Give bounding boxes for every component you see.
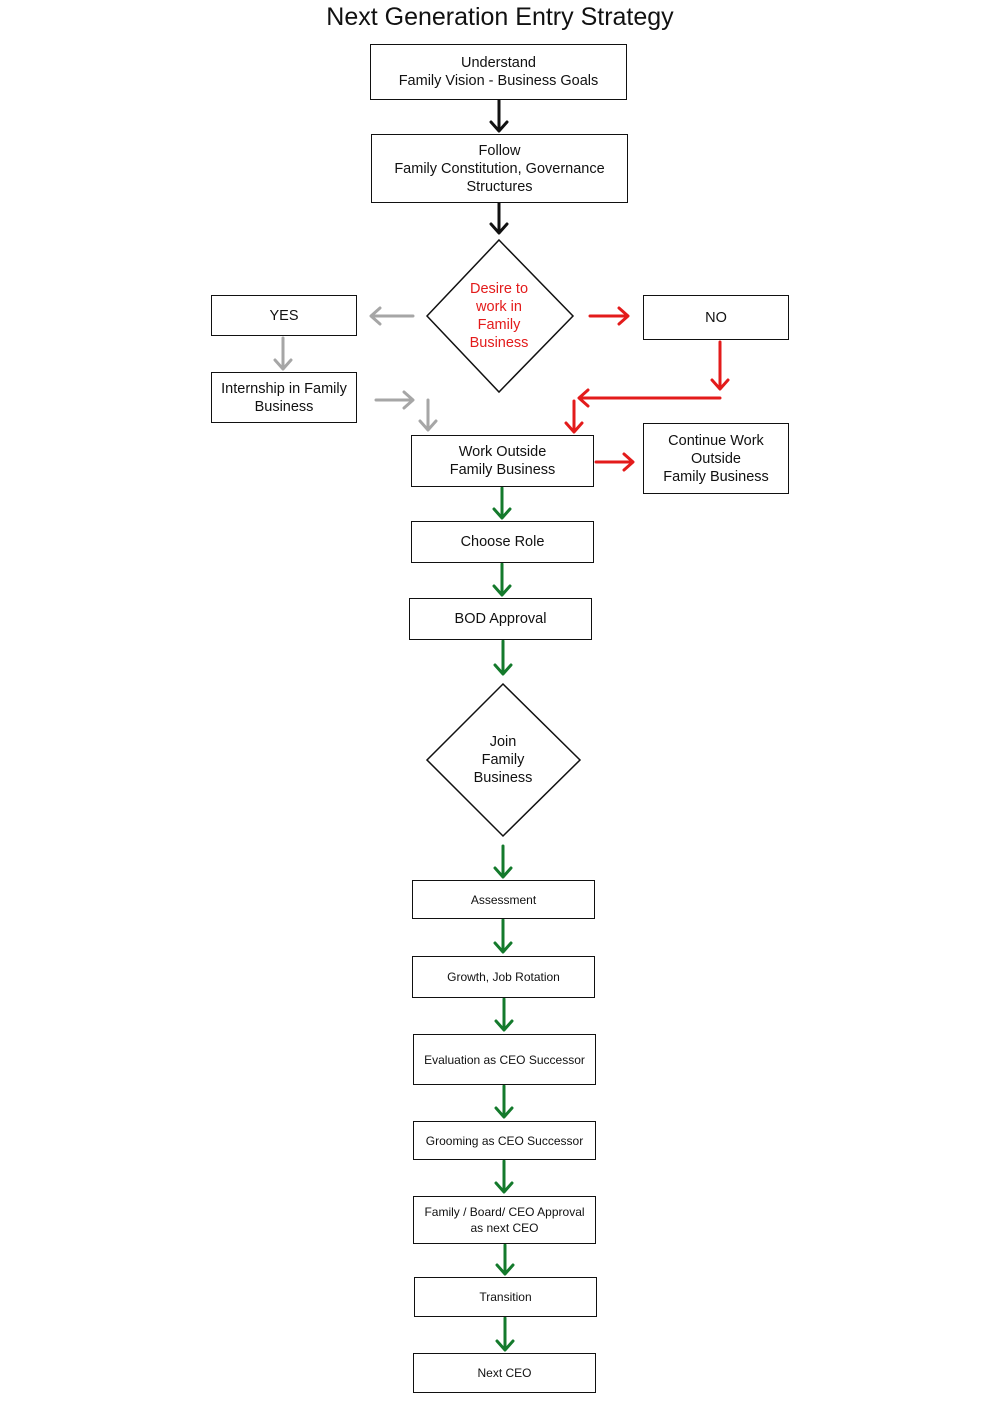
choose-role-label: Choose Role	[460, 534, 545, 550]
arrow-yes-internship	[273, 336, 293, 371]
no-box: NO	[643, 295, 789, 340]
arrow-work-choose	[492, 486, 512, 520]
grooming-box: Grooming as CEO Successor	[413, 1121, 596, 1160]
arrow-transition-next	[495, 1316, 515, 1352]
join-decision-label: Join Family Business	[473, 734, 533, 786]
growth-box: Growth, Job Rotation	[412, 956, 595, 998]
growth-label: Growth, Job Rotation	[447, 970, 560, 984]
next-ceo-box: Next CEO	[413, 1353, 596, 1393]
bod-approval-box: BOD Approval	[409, 598, 592, 640]
yes-box: YES	[211, 295, 357, 336]
yes-label: YES	[269, 307, 299, 324]
arrow-work-continue	[594, 452, 635, 472]
approval-box: Family / Board/ CEO Approval as next CEO	[413, 1196, 596, 1244]
arrow-bod-join	[493, 639, 513, 676]
approval-label: Family / Board/ CEO Approval as next CEO	[424, 1205, 585, 1235]
follow-box: Follow Family Constitution, Governance S…	[371, 134, 628, 203]
page-title: Next Generation Entry Strategy	[326, 3, 674, 31]
understand-label: Understand Family Vision - Business Goal…	[398, 55, 599, 89]
desire-diamond-shape	[425, 238, 575, 394]
arrow-no-left	[577, 388, 722, 408]
arrow-no-down	[710, 340, 730, 391]
follow-label: Follow Family Constitution, Governance S…	[394, 142, 605, 195]
evaluation-box: Evaluation as CEO Successor	[413, 1034, 596, 1085]
join-diamond-shape	[425, 682, 582, 838]
no-label: NO	[705, 309, 727, 326]
arrow-desire-yes	[369, 306, 415, 326]
work-outside-label: Work Outside Family Business	[449, 444, 556, 478]
desire-decision-label: Desire to work in Family Business	[469, 281, 529, 351]
grooming-label: Grooming as CEO Successor	[425, 1133, 584, 1148]
arrow-assessment-growth	[493, 918, 513, 954]
arrow-join-assessment	[493, 844, 513, 879]
transition-box: Transition	[414, 1277, 597, 1317]
work-outside-box: Work Outside Family Business	[411, 435, 594, 487]
arrow-understand-follow	[489, 98, 509, 133]
choose-role-box: Choose Role	[411, 521, 594, 563]
next-ceo-label: Next CEO	[477, 1366, 532, 1380]
internship-box: Internship in Family Business	[211, 372, 357, 423]
transition-label: Transition	[479, 1290, 532, 1304]
internship-label: Internship in Family Business	[221, 380, 347, 415]
continue-outside-box: Continue Work Outside Family Business	[643, 423, 789, 494]
arrow-choose-bod	[492, 562, 512, 597]
arrow-follow-desire	[489, 201, 509, 235]
arrow-grooming-approval	[494, 1159, 514, 1194]
arrow-internship-right	[374, 390, 415, 410]
continue-outside-label: Continue Work Outside Family Business	[663, 432, 769, 485]
evaluation-label: Evaluation as CEO Successor	[424, 1052, 585, 1067]
arrow-growth-evaluation	[494, 997, 514, 1032]
arrow-approval-transition	[495, 1243, 515, 1276]
arrow-desire-no	[588, 306, 630, 326]
understand-box: Understand Family Vision - Business Goal…	[370, 44, 627, 100]
bod-approval-label: BOD Approval	[454, 611, 547, 627]
arrow-internship-down	[418, 398, 438, 432]
assessment-box: Assessment	[412, 880, 595, 919]
assessment-label: Assessment	[470, 892, 537, 907]
arrow-evaluation-grooming	[494, 1084, 514, 1119]
arrow-red-down	[564, 399, 584, 434]
